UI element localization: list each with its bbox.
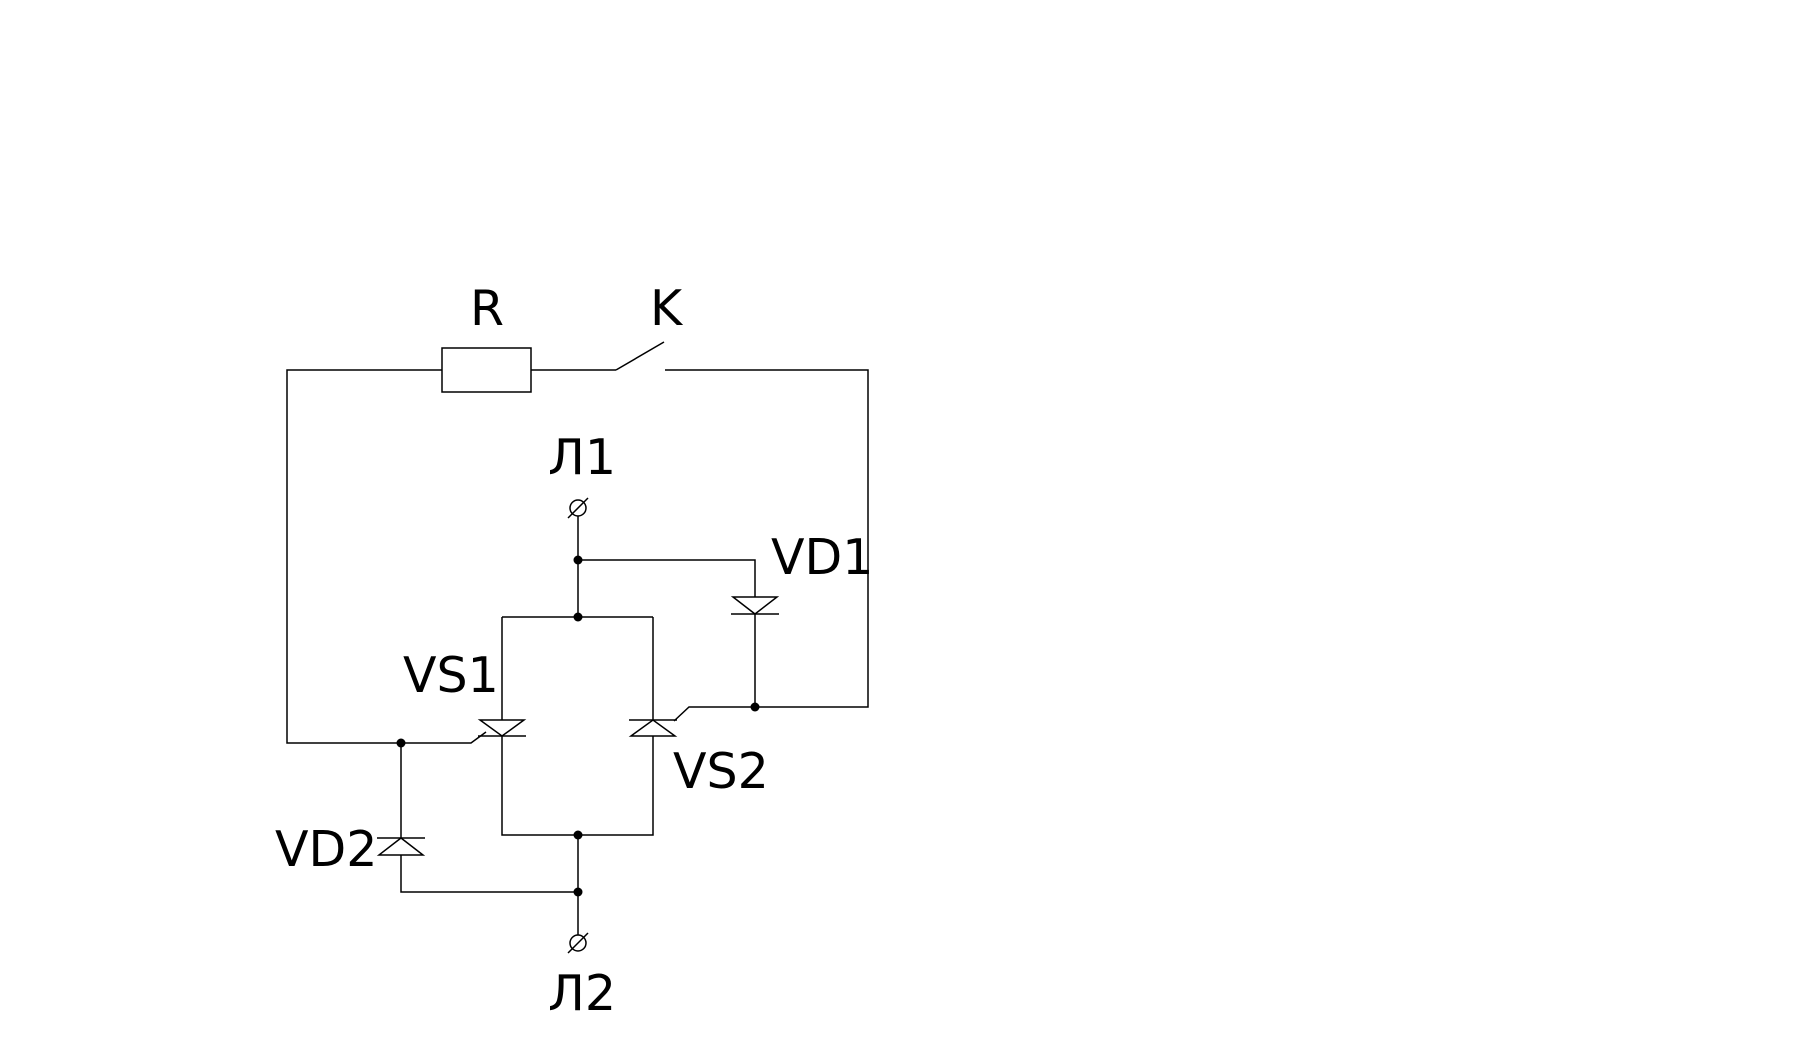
resistor-label: R <box>470 280 504 337</box>
outer-loop-wires <box>286 369 869 744</box>
terminal-top-label: Л1 <box>548 429 616 486</box>
junction-dot <box>396 738 406 748</box>
junction-dot <box>573 612 583 622</box>
thyristor-vs1 <box>402 719 527 744</box>
thyristor-bridge-wires <box>501 616 654 892</box>
switch-k <box>615 341 665 371</box>
junction-dot <box>573 830 583 840</box>
diode-vd1 <box>578 559 780 707</box>
diode-vd1-label: VD1 <box>771 529 873 586</box>
switch-label: K <box>650 280 684 337</box>
junction-dot <box>573 887 583 897</box>
terminal-bottom-label: Л2 <box>548 965 616 1022</box>
thyristor-vs2-label: VS2 <box>673 743 769 800</box>
diode-vd2 <box>376 743 578 893</box>
diode-vd2-label: VD2 <box>275 821 377 878</box>
terminal-top <box>567 497 589 617</box>
thyristor-vs2 <box>628 706 754 737</box>
junction-dot <box>573 555 583 565</box>
resistor-r <box>441 347 532 393</box>
junction-dots <box>396 555 760 897</box>
thyristor-vs1-label: VS1 <box>403 647 499 704</box>
terminal-bottom <box>567 892 589 954</box>
junction-dot <box>750 702 760 712</box>
